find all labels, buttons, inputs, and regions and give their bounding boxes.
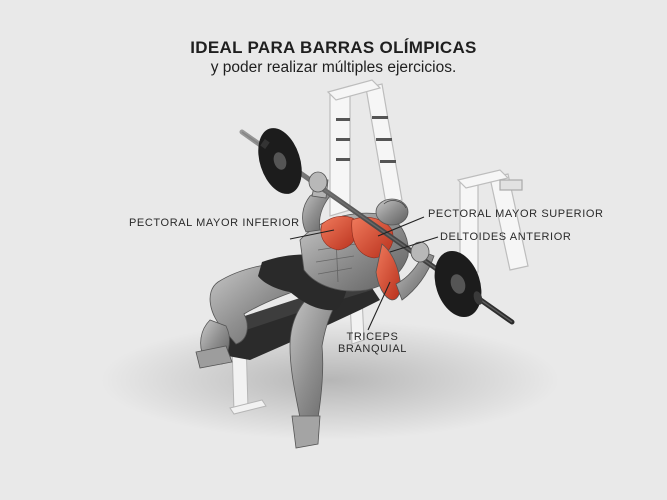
barbell: [239, 128, 515, 325]
label-triceps-line1: TRICEPS: [346, 331, 399, 343]
leader-pectoral-superior: [377, 216, 425, 237]
header: IDEAL PARA BARRAS OLÍMPICAS y poder real…: [0, 38, 667, 77]
label-triceps-branquial: TRICEPS BRANQUIAL: [338, 331, 407, 355]
leader-pectoral-inferior: [289, 229, 335, 240]
label-deltoides-anterior: DELTOIDES ANTERIOR: [440, 231, 572, 243]
label-triceps-line2: BRANQUIAL: [338, 343, 407, 355]
annotation-leader-lines: [289, 216, 439, 331]
label-pectoral-mayor-inferior: PECTORAL MAYOR INFERIOR: [129, 217, 300, 229]
leader-triceps: [367, 281, 391, 331]
label-pectoral-mayor-superior: PECTORAL MAYOR SUPERIOR: [428, 208, 604, 220]
athlete-hands: [308, 171, 430, 263]
page-title: IDEAL PARA BARRAS OLÍMPICAS: [190, 38, 477, 57]
leader-deltoides: [389, 236, 439, 253]
floor-shadow: [100, 320, 560, 440]
page-subtitle: y poder realizar múltiples ejercicios.: [210, 59, 457, 76]
rack: [326, 79, 529, 277]
athlete-arm-right: [375, 243, 435, 301]
athlete-head: [375, 198, 409, 226]
